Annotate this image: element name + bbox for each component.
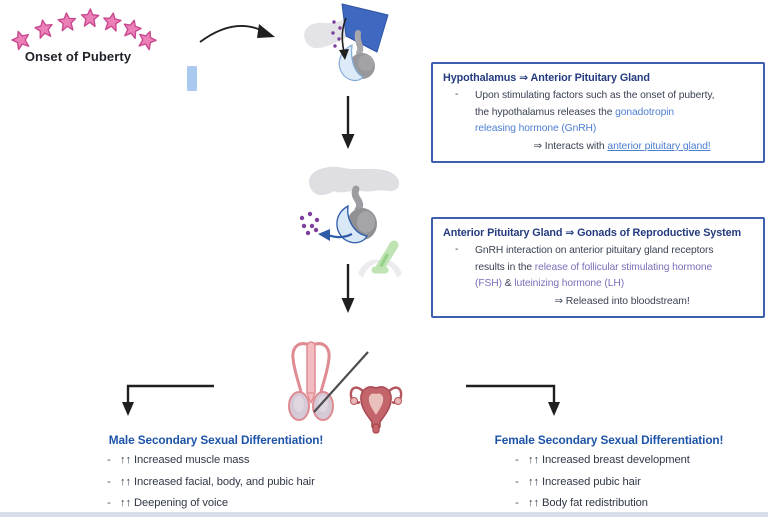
flow-arrow-2-icon — [341, 264, 355, 313]
star-icon — [80, 8, 100, 28]
female-differentiation-section: Female Secondary Sexual Differentiation!… — [452, 433, 766, 517]
text-segment: Upon stimulating factors such as the ons… — [475, 90, 715, 118]
dash-bullet: - — [515, 454, 519, 466]
branch-arrow-right-icon — [466, 384, 560, 416]
dash-bullet: - — [107, 497, 111, 509]
female-reproductive-icon — [349, 386, 403, 434]
list-item: - ↑↑ Deepening of voice — [58, 497, 374, 517]
onset-of-puberty-label: Onset of Puberty — [24, 49, 132, 64]
box-footer-text: ⇒ Interacts with anterior pituitary glan… — [443, 140, 753, 152]
box-title: Hypothalamus ⇒ Anterior Pituitary Gland — [443, 72, 650, 84]
male-heading: Male Secondary Sexual Differentiation! — [108, 433, 324, 447]
dash-bullet: - — [515, 497, 519, 509]
star-icon — [103, 12, 122, 32]
bottom-edge-strip — [0, 512, 768, 517]
text-segment: & — [501, 278, 515, 290]
list-item: - ↑↑ Increased pubic hair — [452, 476, 766, 498]
box-title: Anterior Pituitary Gland ⇒ Gonads of Rep… — [443, 227, 742, 239]
text-segment: ⇒ Released into bloodstream! — [554, 296, 690, 308]
dash-bullet: - — [455, 88, 459, 100]
list-item-text: ↑↑ Increased breast development — [528, 454, 690, 466]
text-segment: GnRH interaction on anterior pituitary g… — [475, 245, 714, 273]
star-icon — [57, 12, 77, 32]
pituitary-release-illustration — [299, 166, 400, 244]
info-box-hypothalamus: Hypothalamus ⇒ Anterior Pituitary Gland … — [431, 62, 765, 163]
flow-arrow-1-icon — [341, 96, 355, 149]
male-differentiation-list: - ↑↑ Increased muscle mass - ↑↑ Increase… — [58, 454, 374, 517]
star-icon — [138, 30, 157, 51]
star-icon — [123, 19, 142, 40]
dash-bullet: - — [107, 454, 111, 466]
list-item: - ↑↑ Increased facial, body, and pubic h… — [58, 476, 374, 498]
star-cluster — [5, 4, 165, 56]
branch-arrow-left-icon — [122, 384, 214, 416]
box-body-text: Upon stimulating factors such as the ons… — [475, 88, 714, 138]
list-item-text: ↑↑ Increased muscle mass — [120, 454, 250, 466]
info-box-anterior-pituitary: Anterior Pituitary Gland ⇒ Gonads of Rep… — [431, 217, 765, 318]
box-footer-text: ⇒ Released into bloodstream! — [443, 295, 753, 307]
list-item-text: ↑↑ Increased pubic hair — [528, 475, 641, 488]
star-icon — [11, 30, 30, 51]
fsh-highlight: release of follicular stimulating hormon… — [475, 261, 713, 290]
list-item-text: ↑↑ Body fat redistribution — [528, 497, 648, 509]
dash-bullet: - — [515, 475, 519, 488]
curved-arrow-icon — [199, 24, 275, 43]
divider-slash — [313, 351, 369, 413]
list-item: - ↑↑ Body fat redistribution — [452, 497, 766, 517]
dash-bullet: - — [107, 475, 111, 488]
adrenal-gland-illustration — [358, 240, 402, 278]
gnrh-highlight: gonadotropin releasing hormone (GnRH) — [475, 106, 675, 135]
lh-highlight: luteinizing hormone (LH) — [514, 278, 625, 290]
female-differentiation-list: - ↑↑ Increased breast development - ↑↑ I… — [452, 454, 766, 517]
text-segment: ⇒ Interacts with — [533, 141, 608, 153]
list-item: - ↑↑ Increased breast development — [452, 454, 766, 476]
blue-highlight-rect — [187, 66, 197, 91]
list-item-text: ↑↑ Deepening of voice — [120, 497, 228, 509]
hypothalamus-illustration — [304, 3, 389, 82]
list-item: - ↑↑ Increased muscle mass — [58, 454, 374, 476]
list-item-text: ↑↑ Increased facial, body, and pubic hai… — [120, 475, 315, 488]
anterior-pituitary-gland-link[interactable]: anterior pituitary gland! — [607, 141, 711, 153]
male-differentiation-section: Male Secondary Sexual Differentiation! -… — [58, 433, 374, 517]
dash-bullet: - — [455, 243, 459, 255]
box-body-text: GnRH interaction on anterior pituitary g… — [475, 243, 714, 293]
star-icon — [34, 19, 53, 39]
female-heading: Female Secondary Sexual Differentiation! — [494, 433, 724, 447]
